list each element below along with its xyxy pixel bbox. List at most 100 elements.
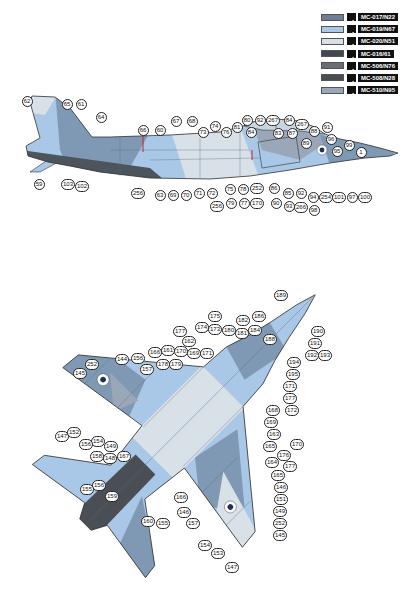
callout-number: 195: [286, 369, 300, 380]
callout-text: 84: [286, 117, 293, 123]
callout-text: 170: [252, 200, 262, 206]
callout-text: 74: [212, 123, 219, 129]
callout-text: 158: [92, 453, 102, 459]
legend-swatch: [321, 62, 344, 69]
callout-number: 165: [263, 441, 277, 452]
callout-text: 175: [210, 313, 220, 319]
callout-text: 171: [285, 383, 295, 389]
callout-number: 252: [250, 183, 264, 194]
callout-text: 96: [328, 136, 335, 142]
callout-text: 89: [303, 140, 310, 146]
callout-number: 170: [290, 439, 304, 450]
callout-number: 81: [232, 122, 243, 133]
callout-number: 177: [283, 461, 297, 472]
callout-number: 154: [198, 540, 212, 551]
callout-text: 166: [150, 349, 160, 355]
callout-number: 77: [239, 198, 250, 209]
callout-text: 166: [176, 494, 186, 500]
legend-swatch: [321, 87, 344, 94]
callout-number: 92: [255, 115, 266, 126]
legend-swatch: [321, 50, 344, 57]
callout-text: 91: [324, 124, 331, 130]
callout-text: 157: [188, 520, 198, 526]
callout-number: 71: [194, 188, 205, 199]
callout-text: 170: [292, 441, 302, 447]
callout-number: 61: [76, 99, 87, 110]
callout-number: 70: [181, 190, 192, 201]
callout-number: 79: [226, 198, 237, 209]
callout-number: 171: [200, 348, 214, 359]
callout-text: 68: [189, 118, 196, 124]
callout-text: 101: [334, 194, 344, 200]
legend-swatch: [321, 26, 344, 33]
callout-text: 152: [69, 429, 79, 435]
callout-text: 165: [273, 472, 283, 478]
callout-text: 186: [254, 313, 264, 319]
callout-number: 181: [235, 328, 249, 339]
callout-number: 166: [148, 347, 162, 358]
legend-row: MC-019/N67: [321, 25, 398, 33]
callout-text: 84: [248, 129, 255, 135]
callout-text: 184: [250, 327, 260, 333]
callout-number: 157: [186, 518, 200, 529]
callout-text: 156: [133, 355, 143, 361]
callout-number: 80: [242, 115, 253, 126]
legend-row: MC-017/N22: [321, 13, 398, 21]
decal-icon: [347, 86, 356, 94]
callout-text: 164: [267, 459, 277, 465]
callout-text: 176: [279, 452, 289, 458]
callout-number: 167: [117, 451, 131, 462]
callout-text: 100: [360, 194, 370, 200]
callout-number: 89: [301, 138, 312, 149]
callout-text: 155: [158, 520, 168, 526]
callout-text: 174: [197, 324, 207, 330]
callout-number: 252: [273, 518, 287, 529]
callout-text: 167: [119, 453, 129, 459]
callout-number: 267: [266, 115, 280, 126]
callout-number: 149: [104, 441, 118, 452]
callout-text: 156: [81, 441, 91, 447]
callout-number: 87: [287, 128, 298, 139]
callout-text: 81: [234, 124, 241, 130]
callout-text: 60: [157, 127, 164, 133]
callout-number: 254: [319, 192, 333, 203]
callout-number: 78: [238, 184, 249, 195]
callout-number: 256: [131, 188, 145, 199]
callout-text: 177: [285, 463, 295, 469]
callout-number: 72: [207, 188, 218, 199]
callout-text: 149: [106, 443, 116, 449]
callout-number: 178: [156, 359, 170, 370]
callout-number: 266: [294, 202, 308, 213]
callout-number: 103: [61, 179, 75, 190]
callout-number: 172: [285, 405, 299, 416]
callout-number: 165: [271, 470, 285, 481]
legend-swatch: [321, 14, 344, 21]
legend-text: MC-510/N95: [358, 86, 398, 94]
callout-number: 170: [174, 346, 188, 357]
callout-text: 161: [163, 347, 173, 353]
callout-text: 254: [321, 194, 331, 200]
callout-text: 145: [275, 532, 285, 538]
callout-number: 194: [287, 357, 301, 368]
callout-text: 154: [200, 542, 210, 548]
callout-text: 95: [334, 148, 341, 154]
callout-text: 59: [36, 181, 43, 187]
callout-text: 178: [158, 361, 168, 367]
legend-row: MC-510/N95: [321, 86, 398, 94]
callout-number: 156: [79, 439, 93, 450]
callout-text: 171: [202, 350, 212, 356]
callout-text: 180: [224, 327, 234, 333]
callout-number: 98: [309, 205, 320, 216]
callout-text: 70: [183, 192, 190, 198]
callout-number: 147: [225, 562, 239, 573]
callout-number: 179: [169, 359, 183, 370]
callout-number: 169: [187, 348, 201, 359]
callout-text: 193: [320, 352, 330, 358]
callout-text: 163: [269, 431, 279, 437]
callout-number: 88: [309, 126, 320, 137]
callout-text: 154: [93, 438, 103, 444]
callout-number: 145: [273, 530, 287, 541]
legend: MC-017/N22MC-019/N67MC-020/N51MC-016/61M…: [321, 13, 398, 98]
callout-number: 157: [140, 364, 154, 375]
callout-number: 146: [177, 507, 191, 518]
